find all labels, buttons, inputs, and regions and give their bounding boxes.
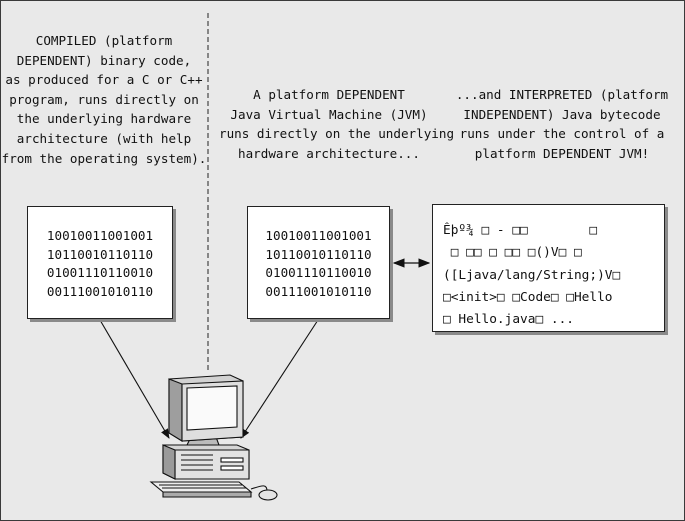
binary-to-computer-arrow	[99, 319, 170, 439]
jvm-binary-text: 10010011001001 10110010110110 010011101100…	[248, 227, 389, 301]
binary-line: 10010011001001	[265, 228, 372, 243]
binary-line: 10110010110110	[265, 246, 372, 262]
binary-code-text: 10010011001001 10110010110110 010011101100…	[28, 227, 172, 301]
jvm-caption: A platform DEPENDENT Java Virtual Machine…	[219, 85, 455, 163]
caption-line: DEPENDENT) binary code,	[16, 52, 192, 68]
caption-line: runs under the control of a	[459, 126, 665, 142]
binary-line: 01001110110010	[46, 265, 154, 281]
jvm-to-computer-arrow	[240, 319, 319, 439]
caption-line: ...and INTERPRETED (platform	[455, 87, 669, 102]
bytecode-line: ([Ljava/lang/String;)V□	[443, 267, 621, 283]
caption-line: hardware architecture...	[238, 145, 420, 161]
caption-line: INDEPENDENT) Java bytecode	[463, 106, 661, 122]
binary-line: 00111001010110	[46, 283, 154, 299]
bytecode-line: □<init>□ □Code□ □Hello	[443, 289, 613, 305]
caption-line: A platform DEPENDENT	[253, 87, 405, 102]
binary-line: 00111001010110	[265, 283, 372, 299]
caption-line: program, runs directly on	[9, 91, 199, 107]
bytecode-line: Êþº¾ □ - □□ □	[443, 223, 598, 238]
desktop-computer-icon	[149, 374, 278, 501]
caption-line: runs directly on the underlying	[219, 126, 455, 142]
jvm-binary-box: 10010011001001 10110010110110 010011101100…	[247, 206, 390, 319]
caption-line: the underlying hardware	[16, 111, 192, 127]
caption-line: Java Virtual Machine (JVM)	[230, 106, 428, 122]
binary-code-box: 10010011001001 10110010110110 010011101100…	[27, 206, 173, 319]
caption-line: as produced for a C or C++	[5, 72, 203, 88]
binary-line: 10110010110110	[46, 246, 154, 262]
bytecode-line: □ Hello.java□ ...	[443, 312, 574, 328]
bytecode-line: □ □□ □ □□ □()V□ □	[443, 245, 582, 261]
caption-line: COMPILED (platform	[35, 33, 173, 48]
bytecode-text: Êþº¾ □ - □□ □ □ □□ □ □□ □()V□ □ ([Ljava/l…	[443, 220, 620, 331]
binary-line: 10010011001001	[46, 228, 154, 243]
caption-line: platform DEPENDENT JVM!	[474, 145, 650, 161]
caption-line: architecture (with help	[16, 130, 192, 146]
bytecode-box: Êþº¾ □ - □□ □ □ □□ □ □□ □()V□ □ ([Ljava/l…	[432, 204, 665, 332]
caption-line: from the operating system).	[1, 150, 207, 166]
binary-line: 01001110110010	[265, 265, 372, 281]
